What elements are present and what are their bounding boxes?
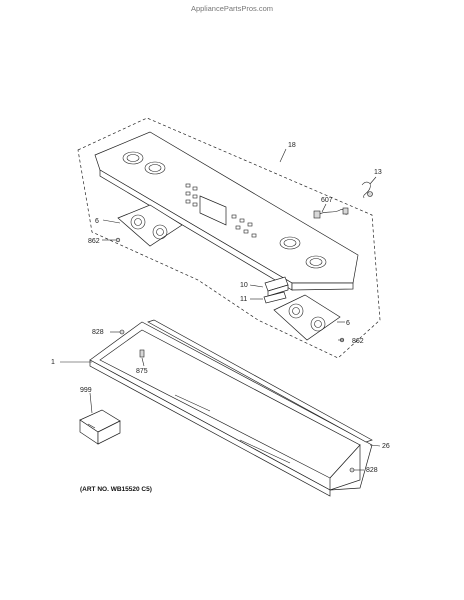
callout-862-left: 862 <box>88 238 100 245</box>
callout-6-left: 6 <box>95 218 99 225</box>
callout-10: 10 <box>240 282 248 289</box>
control-panel[interactable] <box>94 131 359 291</box>
control-module-10[interactable] <box>264 276 289 297</box>
callout-875: 875 <box>136 368 148 375</box>
backguard-panel[interactable] <box>89 321 373 497</box>
assembly-boundary <box>77 117 381 359</box>
callout-862-right: 862 <box>352 338 364 345</box>
display-window <box>185 183 257 238</box>
left-switch-board[interactable] <box>117 204 183 247</box>
screw-left[interactable] <box>115 237 121 243</box>
callout-18: 18 <box>288 142 296 149</box>
right-switch-board[interactable] <box>273 294 341 341</box>
parts-box[interactable] <box>79 409 121 445</box>
left-knob-rings <box>122 151 166 175</box>
callout-11: 11 <box>240 296 247 303</box>
watermark-text: AppliancePartsPros.com <box>191 4 273 13</box>
bracket-875[interactable] <box>139 349 145 358</box>
wire-harness[interactable] <box>313 207 349 219</box>
callout-828-bottom: 828 <box>366 467 378 474</box>
callout-26: 26 <box>382 443 390 450</box>
wire-clip[interactable] <box>361 181 373 199</box>
callout-828-top: 828 <box>92 329 104 336</box>
callout-6-right: 6 <box>346 320 350 327</box>
screw-828-top[interactable] <box>119 329 125 335</box>
callout-1: 1 <box>51 359 55 366</box>
callout-999: 999 <box>80 387 92 394</box>
trim-strip[interactable] <box>147 319 373 443</box>
leader-lines <box>60 148 381 471</box>
art-number: (ART NO. WB15520 C5) <box>80 486 152 493</box>
callout-13: 13 <box>374 169 382 176</box>
bracket-11[interactable] <box>263 291 287 304</box>
right-knob-rings <box>279 236 327 269</box>
screw-828-bottom[interactable] <box>349 467 355 473</box>
callout-607: 607 <box>321 197 333 204</box>
